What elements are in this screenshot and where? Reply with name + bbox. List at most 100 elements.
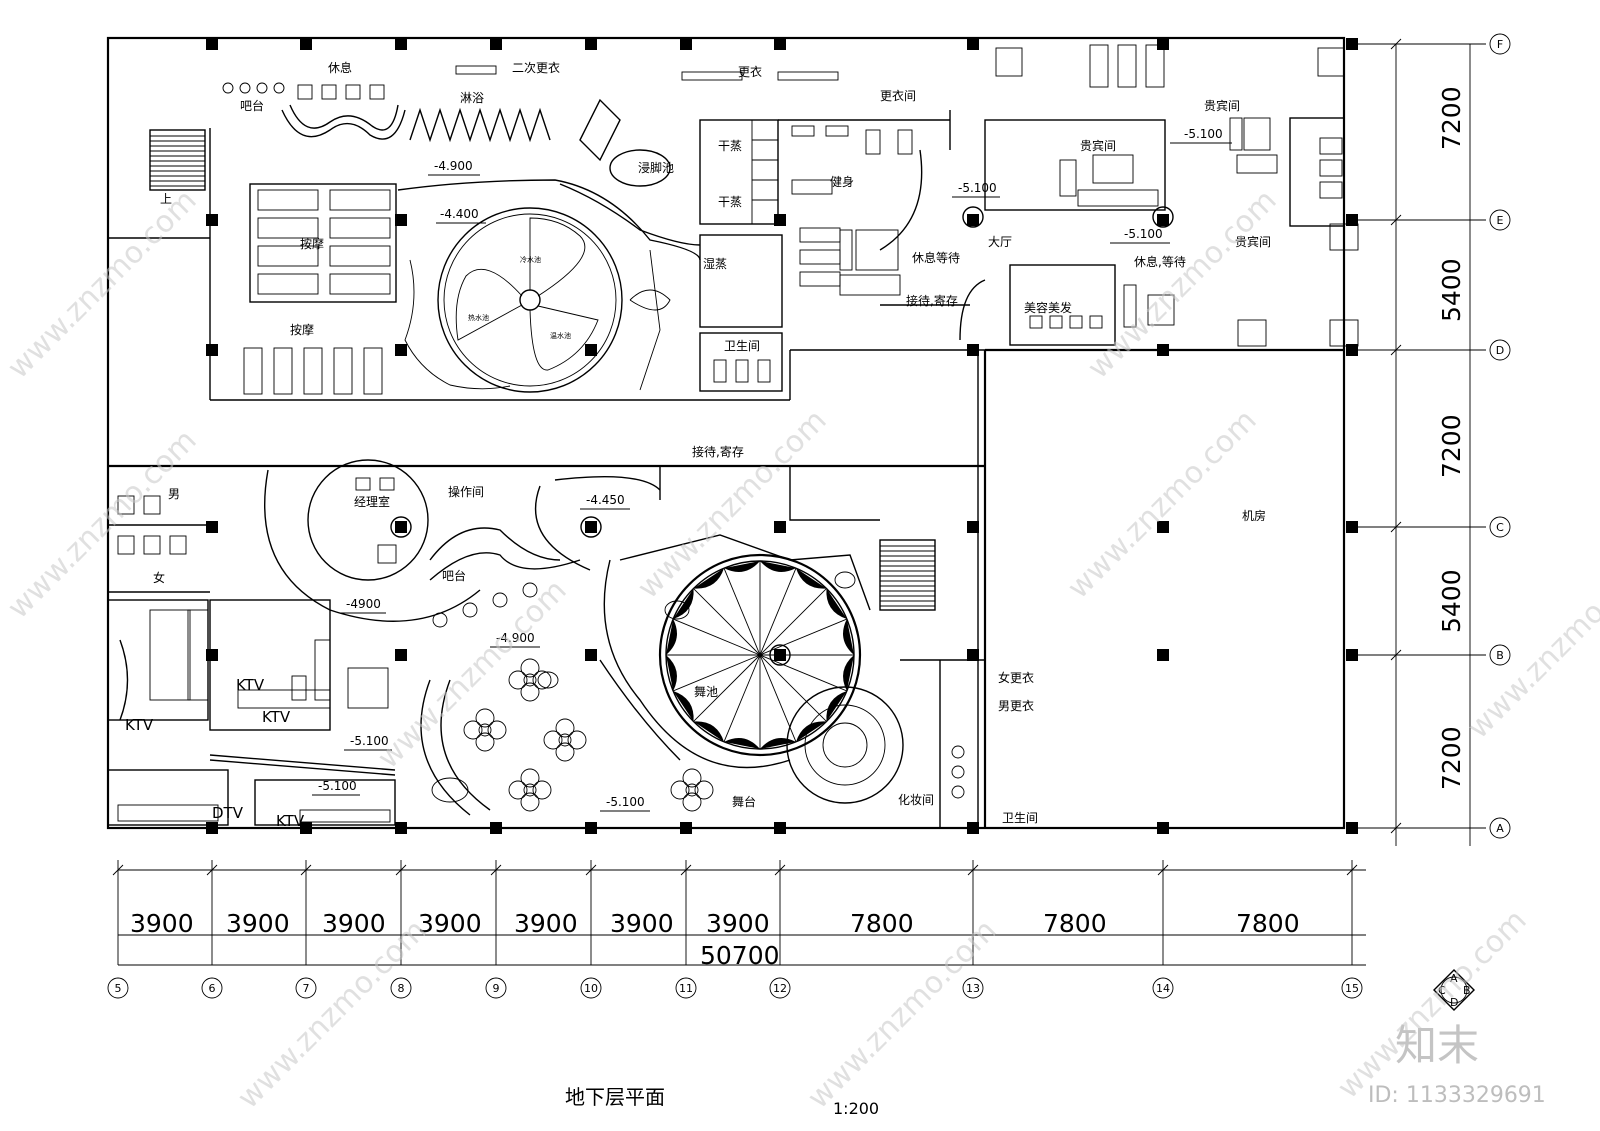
column: [680, 38, 692, 50]
dim-total: 50700: [700, 941, 780, 970]
compass-symbol: A B C D: [1433, 969, 1475, 1011]
column: [680, 822, 692, 834]
column: [490, 38, 502, 50]
label-waiting-1: 休息等待: [912, 250, 960, 265]
column: [395, 344, 407, 356]
column: [206, 822, 218, 834]
grid-axis-column-label: 7: [303, 982, 310, 995]
level-3: -5.100: [958, 181, 997, 195]
grid-axis-column-label: 14: [1156, 982, 1170, 995]
label-ktv-1: KTV: [125, 716, 154, 734]
label-machine-room: 机房: [1242, 508, 1266, 523]
label-ktv-2: KTV: [236, 676, 265, 694]
level-7: -4900: [346, 597, 381, 611]
column: [585, 521, 597, 533]
column: [967, 38, 979, 50]
brand-logo-text: 知末: [1395, 1021, 1479, 1070]
label-women: 女: [153, 570, 165, 585]
label-dtv: DTV: [212, 804, 244, 822]
column: [300, 38, 312, 50]
label-ktv-4: KTV: [276, 812, 305, 830]
watermarks: www.znzmo.com www.znzmo.com www.znzmo.co…: [1, 183, 1600, 1116]
label-foot-pool: 浸脚池: [638, 160, 674, 175]
grid-axis-column-label: 6: [209, 982, 216, 995]
label-up: 上: [160, 192, 172, 206]
column: [490, 822, 502, 834]
level-9: -5.100: [350, 734, 389, 748]
label-dry-sauna-1: 干蒸: [718, 139, 742, 153]
compass-d: D: [1450, 996, 1458, 1009]
grid-bubble-column: [1341, 977, 1363, 999]
watermark-1: www.znzmo.com: [1, 183, 204, 386]
level-8: -4.900: [496, 631, 535, 645]
column: [206, 649, 218, 661]
grid-bubble-column: [769, 977, 791, 999]
label-beauty-salon: 美容美发: [1024, 300, 1072, 315]
label-vip-3: 贵宾间: [1235, 234, 1271, 249]
column: [206, 38, 218, 50]
column: [967, 822, 979, 834]
column: [1157, 649, 1169, 661]
dim-bay-1: 3900: [130, 909, 194, 938]
column: [774, 214, 786, 226]
label-changing-room: 更衣间: [880, 88, 916, 103]
column: [774, 38, 786, 50]
column: [1157, 214, 1169, 226]
compass-a: A: [1450, 972, 1458, 985]
column: [395, 38, 407, 50]
grid-bubble-column: [390, 977, 412, 999]
label-massage-1: 按摩: [300, 236, 324, 251]
column: [395, 214, 407, 226]
grid-axis-column-label: 12: [773, 982, 787, 995]
compass-b: B: [1463, 984, 1471, 997]
structural-columns: [206, 38, 1358, 834]
drawing-scale: 1:200: [833, 1099, 879, 1118]
label-dressing-room: 化妆间: [898, 793, 934, 807]
watermark-5: www.znzmo.com: [1061, 403, 1264, 606]
dim-bay-10: 7800: [1236, 909, 1300, 938]
label-cold-pool: 冷水池: [520, 255, 541, 264]
label-massage-2: 按摩: [290, 322, 314, 337]
dim-row-5: 7200: [1437, 726, 1466, 790]
level-6: -4.450: [586, 493, 625, 507]
label-restroom-bottom: 卫生间: [1002, 811, 1038, 825]
label-bar-top: 吧台: [240, 98, 264, 113]
label-waiting-2: 休息,等待: [1134, 254, 1186, 269]
label-stage: 舞台: [732, 794, 756, 809]
grid-bubble-column: [201, 977, 223, 999]
label-lobby: 大厅: [988, 235, 1012, 249]
grid-bubble-column: [580, 977, 602, 999]
label-steam-room: 湿蒸: [703, 256, 727, 271]
room-labels: 休息 吧台 二次更衣 淋浴 更衣 更衣间 浸脚池 干蒸 干蒸 健身 湿蒸 卫生间…: [125, 60, 1271, 830]
dim-row-1: 7200: [1437, 86, 1466, 150]
column: [395, 822, 407, 834]
column: [585, 822, 597, 834]
column: [774, 521, 786, 533]
column: [967, 344, 979, 356]
label-vip-1: 贵宾间: [1080, 138, 1116, 153]
column: [1157, 38, 1169, 50]
dim-bay-2: 3900: [226, 909, 290, 938]
column: [206, 521, 218, 533]
column: [585, 649, 597, 661]
dim-bay-4: 3900: [418, 909, 482, 938]
bay-dimensions: 3900 3900 3900 3900 3900 3900 3900 7800 …: [130, 909, 1300, 970]
dim-bay-9: 7800: [1043, 909, 1107, 938]
grid-bubble-column: [295, 977, 317, 999]
dim-bay-7: 3900: [706, 909, 770, 938]
grid-axis-column-label: 15: [1345, 982, 1359, 995]
column: [585, 38, 597, 50]
label-men: 男: [168, 487, 180, 501]
column: [395, 521, 407, 533]
label-restroom-top: 卫生间: [724, 339, 760, 353]
dim-row-2: 5400: [1437, 258, 1466, 322]
level-5: -5.100: [1124, 227, 1163, 241]
grid-axis-column-label: 10: [584, 982, 598, 995]
label-hot-pool: 热水池: [468, 313, 489, 322]
column: [585, 344, 597, 356]
grid-bubble-column: [485, 977, 507, 999]
column: [206, 214, 218, 226]
dim-row-4: 5400: [1437, 569, 1466, 633]
dim-bay-3: 3900: [322, 909, 386, 938]
label-gym: 健身: [830, 174, 854, 189]
